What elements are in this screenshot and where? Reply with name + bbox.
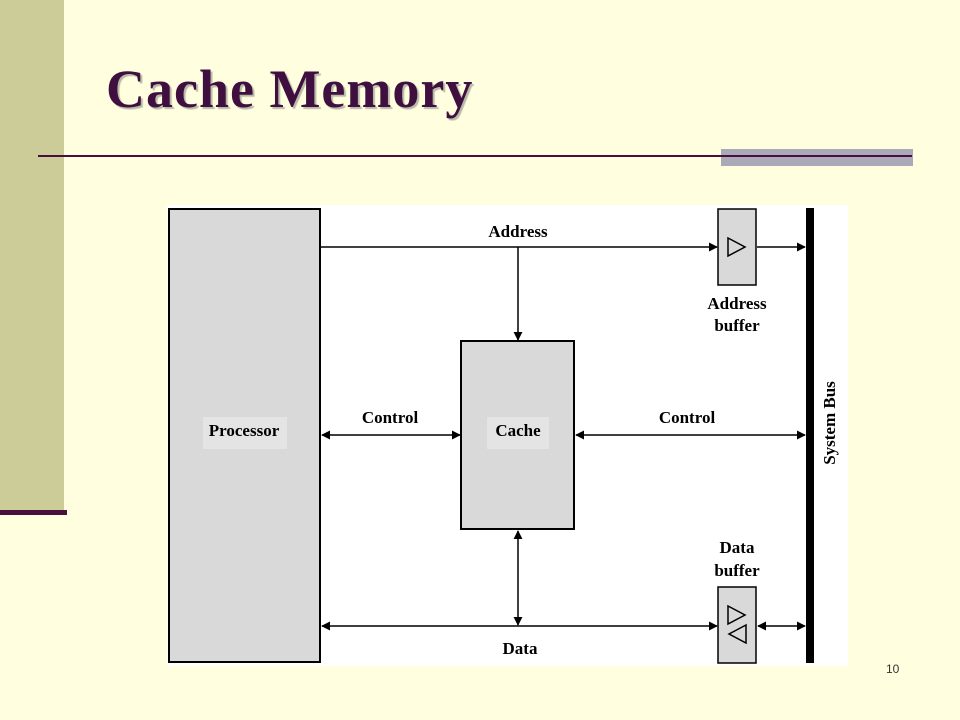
data-buffer-label-line1: Data (720, 538, 755, 557)
data-label: Data (503, 639, 538, 658)
address-buffer-label-line2: buffer (714, 316, 760, 335)
address-buffer-label-line1: Address (707, 294, 767, 313)
cache-label-bg (487, 417, 549, 449)
cache-memory-diagram: Processor Cache System Bus Address Addre… (167, 205, 848, 666)
title-rule-accent (721, 149, 913, 166)
data-buffer-right-triangle-icon (727, 604, 747, 626)
data-buffer-block (717, 586, 757, 664)
address-buffer-triangle-icon (727, 236, 747, 258)
slide-title: Cache Memory (106, 59, 474, 119)
address-buffer-block (717, 208, 757, 286)
control-right-label: Control (659, 408, 716, 427)
sidebar-band (0, 0, 64, 510)
control-left-label: Control (362, 408, 419, 427)
processor-label-bg (203, 417, 287, 449)
system-bus-label: System Bus (820, 381, 839, 465)
page-number: 10 (886, 662, 900, 676)
processor-label: Processor (209, 421, 280, 440)
data-buffer-label-line2: buffer (714, 561, 760, 580)
system-bus-line (806, 208, 814, 663)
cache-label: Cache (495, 421, 541, 440)
data-buffer-left-triangle-icon (727, 623, 747, 645)
address-label: Address (488, 222, 548, 241)
sidebar-accent-bar (0, 510, 67, 515)
title-rule (38, 155, 912, 157)
